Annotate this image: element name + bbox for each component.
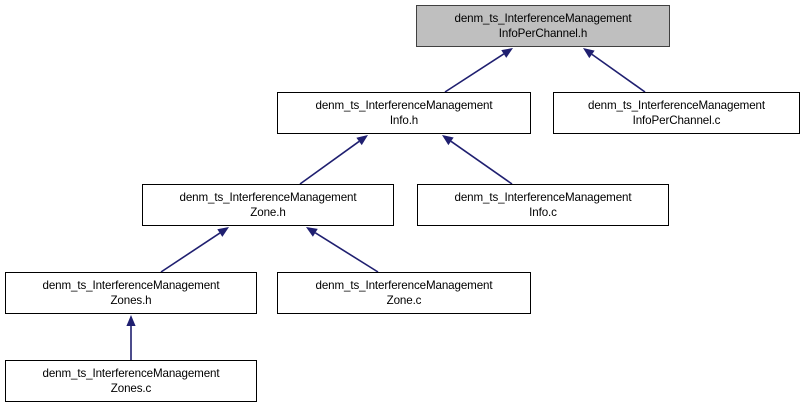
node-denm-ts-interference-management-zones-h[interactable]: denm_ts_InterferenceManagement Zones.h <box>5 272 257 314</box>
node-label: denm_ts_InterferenceManagement Zones.h <box>42 278 220 307</box>
node-label: denm_ts_InterferenceManagement Info.h <box>315 98 493 127</box>
edge-arrowhead <box>501 48 513 58</box>
node-denm-ts-interference-management-info-c[interactable]: denm_ts_InterferenceManagement Info.c <box>417 184 669 226</box>
node-label: denm_ts_InterferenceManagement InfoPerCh… <box>588 98 765 127</box>
edge-line <box>160 232 221 273</box>
node-denm-ts-interference-management-info-per-channel-c[interactable]: denm_ts_InterferenceManagement InfoPerCh… <box>553 92 800 134</box>
edge-line <box>444 53 505 93</box>
edge-arrowhead <box>217 227 229 237</box>
node-denm-ts-interference-management-zones-c[interactable]: denm_ts_InterferenceManagement Zones.c <box>5 360 257 402</box>
edge-line <box>299 140 360 185</box>
node-denm-ts-interference-management-zone-h[interactable]: denm_ts_InterferenceManagement Zone.h <box>142 184 394 226</box>
node-label: denm_ts_InterferenceManagement Zones.c <box>42 366 220 395</box>
edge-arrowhead <box>126 315 136 326</box>
edge-line <box>591 53 646 93</box>
node-denm-ts-interference-management-zone-c[interactable]: denm_ts_InterferenceManagement Zone.c <box>277 272 531 314</box>
edge-arrowhead <box>583 48 595 59</box>
node-label: denm_ts_InterferenceManagement Zone.c <box>315 278 493 307</box>
node-denm-ts-interference-management-info-h[interactable]: denm_ts_InterferenceManagement Info.h <box>277 92 531 134</box>
node-label: denm_ts_InterferenceManagement Info.c <box>454 190 632 219</box>
edge-line <box>450 140 513 185</box>
node-label: denm_ts_InterferenceManagement Zone.h <box>179 190 357 219</box>
edge-line <box>314 232 379 273</box>
edge-arrowhead <box>356 135 368 146</box>
node-denm-ts-interference-management-info-per-channel-h[interactable]: denm_ts_InterferenceManagement InfoPerCh… <box>416 5 670 47</box>
node-label: denm_ts_InterferenceManagement InfoPerCh… <box>454 11 632 40</box>
edge-arrowhead <box>306 227 318 237</box>
edge-arrowhead <box>442 135 454 146</box>
